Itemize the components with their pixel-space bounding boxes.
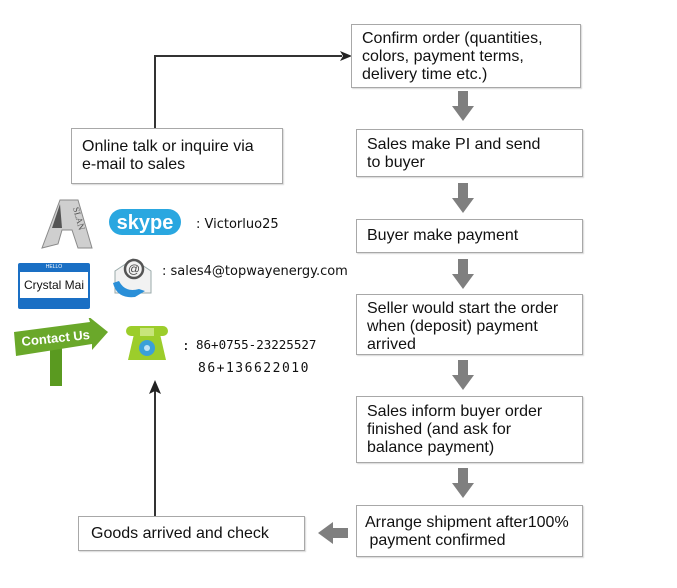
name-tag-icon: HELLO Crystal Mai [18,263,90,309]
step-text: colors, payment terms, [362,48,524,65]
down-arrow-icon [452,183,474,213]
connector-horizontal-top [154,55,342,57]
online-line-1: Online talk or inquire via [82,138,254,155]
phone-number-2[interactable]: 86+136622010 [198,361,310,376]
phone-icon [126,326,168,360]
step-inform-finished: Sales inform buyer order finished (and a… [356,396,583,463]
step-text: finished (and ask for [367,421,512,438]
arrow-up-icon [149,380,161,394]
step-seller-start: Seller would start the order when (depos… [356,294,583,355]
step-text: arrived [367,336,416,353]
svg-text:skype: skype [117,212,174,234]
connector-vertical-top [154,55,156,129]
name-tag-header: HELLO [45,264,63,270]
step-text: Seller would start the order [367,300,559,317]
step-text: Sales make PI and send [367,136,541,153]
step-text: delivery time etc.) [362,66,488,83]
name-tag-name: Crystal Mai [20,272,88,298]
step-buyer-payment: Buyer make payment [356,219,583,253]
svg-text:Contact Us: Contact Us [21,327,91,349]
step-text: Sales inform buyer order [367,403,543,420]
step-text: Arrange shipment after100% [365,514,569,531]
step-text: payment confirmed [365,532,506,549]
phone-number-1[interactable]: 86+0755-23225527 [196,337,317,352]
left-arrow-icon [318,522,348,544]
contact-us-sign-icon: Contact Us [14,318,108,386]
down-arrow-icon [452,360,474,390]
slan-logo-icon: SLAN [41,199,93,249]
down-arrow-icon [452,468,474,498]
step-text: Buyer make payment [367,227,519,244]
phone-separator: : [182,339,190,354]
goods-arrived-box: Goods arrived and check [78,516,305,551]
arrow-right-icon [340,51,352,61]
step-text: to buyer [367,154,425,171]
skype-id[interactable]: : Victorluo25 [196,217,279,232]
connector-vertical-bottom [154,390,156,517]
step-text: when (deposit) payment [367,318,538,335]
down-arrow-icon [452,91,474,121]
step-arrange-shipment: Arrange shipment after100% payment confi… [356,505,583,557]
email-icon: @ [113,258,152,298]
step-sales-make-pi: Sales make PI and send to buyer [356,129,583,177]
step-confirm-order: Confirm order (quantities, colors, payme… [351,24,581,88]
step-text: balance payment) [367,439,495,456]
email-address[interactable]: : sales4@topwayenergy.com [162,264,348,279]
down-arrow-icon [452,259,474,289]
skype-logo-icon: skype [108,206,182,238]
goods-text: Goods arrived and check [91,525,269,542]
svg-text:@: @ [128,262,140,276]
step-text: Confirm order (quantities, [362,30,543,47]
online-inquiry-box: Online talk or inquire via e-mail to sal… [71,128,283,184]
online-line-2: e-mail to sales [82,156,186,173]
